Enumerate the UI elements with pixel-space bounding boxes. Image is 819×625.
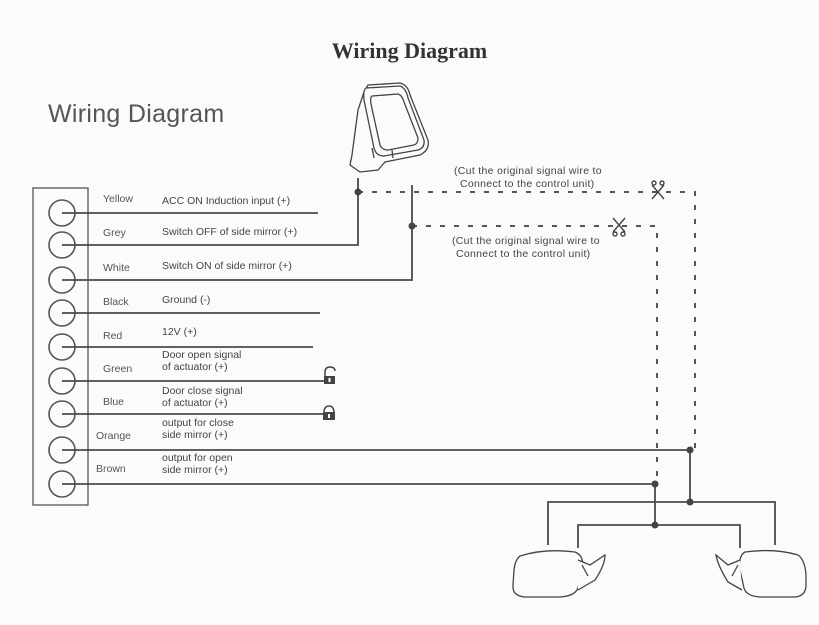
cut-note-upper-line2: Connect to the control unit) <box>460 178 595 190</box>
junction-dot <box>408 222 416 230</box>
wire-color-label: Grey <box>103 227 126 239</box>
cut-note-lower-line2: Connect to the control unit) <box>456 248 591 260</box>
orange-wire <box>62 449 691 502</box>
wire-function-line: side mirror (+) <box>162 429 228 441</box>
locked-padlock-icon <box>323 405 335 420</box>
wire-function-line: Switch ON of side mirror (+) <box>162 260 292 272</box>
grey-wire <box>62 192 359 246</box>
wire-function-label: ACC ON Induction input (+) <box>162 195 290 207</box>
junction-dot <box>651 521 659 529</box>
junction-dot <box>651 480 659 488</box>
brown-wire <box>62 483 656 525</box>
wire-function-line: Door open signal <box>162 349 242 361</box>
junction-dot <box>686 446 694 454</box>
wire-function-label: Switch ON of side mirror (+) <box>162 260 292 272</box>
wire-color-label: Black <box>103 296 129 308</box>
white-wire <box>62 185 413 281</box>
wire-function-line: Switch OFF of side mirror (+) <box>162 226 298 238</box>
wire-function-line: side mirror (+) <box>162 464 228 476</box>
wire-function-line: output for open <box>162 452 233 464</box>
cut-note-upper-line1: (Cut the original signal wire to <box>454 165 602 177</box>
cut-signal-line-lower <box>412 225 658 484</box>
wire-function-line: output for close <box>162 417 234 429</box>
left-side-mirror-icon <box>512 550 606 598</box>
wire-color-label: Green <box>103 363 133 375</box>
wire-function-line: 12V (+) <box>162 326 197 338</box>
unlocked-padlock-icon <box>324 366 336 384</box>
wire-color-label: Yellow <box>103 193 133 205</box>
wire-color-label: Blue <box>103 396 125 408</box>
wire-function-line: Door close signal <box>162 385 243 397</box>
wire-function-label: Ground (-) <box>162 294 210 306</box>
cut-note-upper: (Cut the original signal wire to Connect… <box>454 165 602 191</box>
junction-dot <box>686 498 694 506</box>
mirror-bus-inner <box>577 524 741 548</box>
mirror-bus-outer <box>547 501 776 545</box>
scissors-icon <box>651 180 665 200</box>
junction-dot <box>354 188 362 196</box>
wire-color-label: White <box>103 262 130 274</box>
right-side-mirror-icon <box>715 549 807 598</box>
wire-color-label: Red <box>103 330 123 342</box>
diagram-subtitle: Wiring Diagram <box>48 100 225 128</box>
wire-function-line: of actuator (+) <box>162 397 228 409</box>
cut-signal-line-upper <box>358 191 696 450</box>
diagram-title: Wiring Diagram <box>331 38 488 63</box>
wire-function-label: Switch OFF of side mirror (+) <box>162 226 297 238</box>
scissors-icon <box>612 217 626 237</box>
cut-note-lower: (Cut the original signal wire to Connect… <box>452 235 600 261</box>
wire-function-line: Ground (-) <box>162 294 211 306</box>
wire-color-label: Orange <box>96 430 132 442</box>
wire-function-line: ACC ON Induction input (+) <box>162 195 291 207</box>
wire-function-line: of actuator (+) <box>162 361 228 373</box>
wire-color-label: Brown <box>96 463 126 475</box>
wire-function-label: 12V (+) <box>162 326 197 338</box>
cut-note-lower-line1: (Cut the original signal wire to <box>452 235 600 247</box>
mirror-switch-icon <box>349 82 429 173</box>
